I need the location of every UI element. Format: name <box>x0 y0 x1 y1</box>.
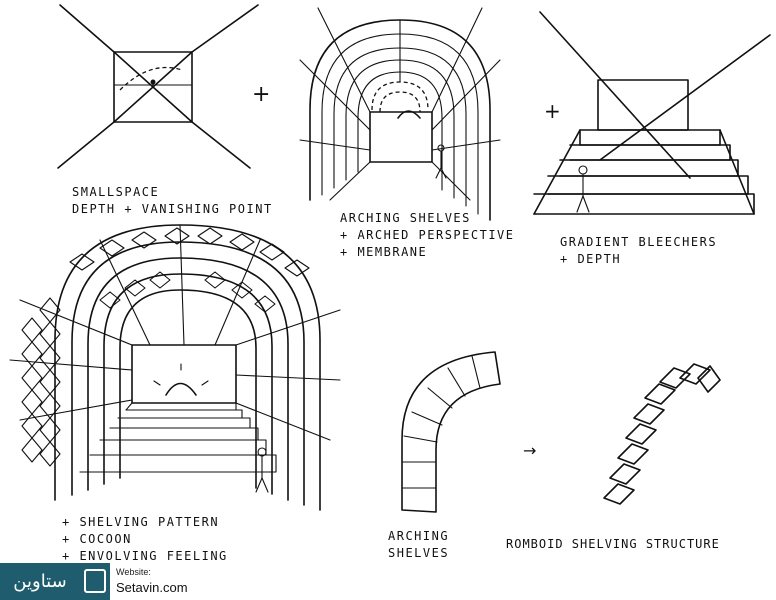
site-label: Website: <box>116 567 151 577</box>
site-watermark: ستاوین Website: Setavin.com <box>0 563 200 600</box>
logo: ستاوین <box>0 563 110 600</box>
site-url: Setavin.com <box>116 580 188 595</box>
caption-line: SHELVES <box>388 546 450 560</box>
caption-line: GRADIENT BLEECHERS <box>560 235 718 249</box>
caption-line: + COCOON <box>62 532 132 546</box>
shelving-tunnel-caption: + SHELVING PATTERN + COCOON + ENVOLVING … <box>62 514 228 565</box>
bleachers-sketch <box>533 11 771 215</box>
caption-line: + ARCHED PERSPECTIVE <box>340 228 515 242</box>
bleachers-caption: GRADIENT BLEECHERS + DEPTH <box>560 234 717 268</box>
caption-line: + ENVOLVING FEELING <box>62 549 228 563</box>
small-space-sketch <box>57 4 259 169</box>
caption-line: ARCHING <box>388 529 450 543</box>
caption-line: + SHELVING PATTERN <box>62 515 220 529</box>
caption-line: + DEPTH <box>560 252 622 266</box>
caption-line: + MEMBRANE <box>340 245 428 259</box>
caption-line: ROMBOID SHELVING STRUCTURE <box>506 537 720 551</box>
caption-line: SMALLSPACE <box>72 185 160 199</box>
small-space-caption: SMALLSPACE DEPTH + VANISHING POINT <box>72 184 273 218</box>
romboid-caption: ROMBOID SHELVING STRUCTURE <box>506 536 720 553</box>
caption-line: DEPTH + VANISHING POINT <box>72 202 273 216</box>
arch-detail-sketch <box>401 351 501 513</box>
plus-sign: + <box>252 82 270 107</box>
romboid-structure-sketch <box>603 363 721 505</box>
arrow-icon: → <box>523 441 536 460</box>
vanishing-point <box>150 79 156 85</box>
logo-text: ستاوین <box>13 571 67 592</box>
logo-mark-icon <box>84 569 106 593</box>
arch-detail-caption: ARCHING SHELVES <box>388 528 449 562</box>
shelving-tunnel-sketch <box>9 224 341 511</box>
plus-sign: + <box>544 99 561 123</box>
arching-shelves-caption: ARCHING SHELVES + ARCHED PERSPECTIVE + M… <box>340 210 515 261</box>
arching-shelves-sketch <box>299 7 501 221</box>
caption-line: ARCHING SHELVES <box>340 211 471 225</box>
